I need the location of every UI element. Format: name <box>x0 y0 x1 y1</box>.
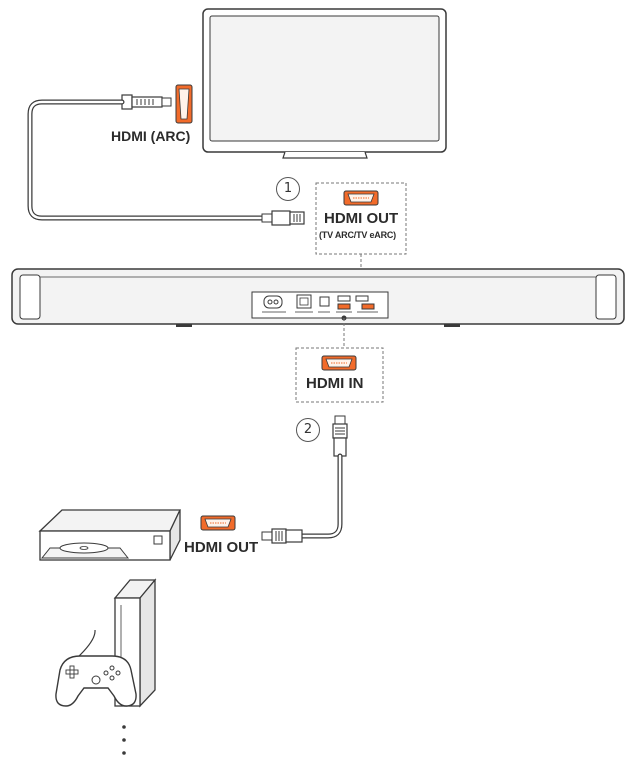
hdmi-cable-2 <box>297 453 343 539</box>
tv-hdmi-plug-icon <box>121 94 172 110</box>
hdmi-in-callout-box <box>295 347 384 403</box>
hdmi-in-plug-icon <box>332 415 348 457</box>
soundbar-rear-ports <box>262 294 378 313</box>
soundbar-hdmi-in-label: HDMI IN <box>306 375 364 392</box>
tv <box>202 8 447 159</box>
player-hdmi-out-port-icon <box>200 515 236 531</box>
player-hdmi-plug-icon <box>261 528 303 544</box>
game-controller-icon <box>55 629 137 707</box>
soundbar-hdmi-plug-icon <box>261 210 305 226</box>
tv-hdmi-arc-label: HDMI (ARC) <box>111 128 191 144</box>
player-hdmi-out-label: HDMI OUT <box>184 539 259 556</box>
hdmi-out-port-icon <box>343 190 379 206</box>
more-devices-ellipsis-icon <box>122 725 126 755</box>
hdmi-in-port-icon <box>321 355 357 371</box>
tv-hdmi-arc-port-icon <box>175 84 193 124</box>
step-2-marker: 2 <box>296 418 320 442</box>
soundbar-hdmi-out-label: HDMI OUT <box>324 210 399 227</box>
disc-player-icon <box>38 509 182 561</box>
soundbar-hdmi-out-sublabel: (TV ARC/TV eARC) <box>319 230 396 240</box>
soundbar <box>11 268 625 327</box>
step-1-marker: 1 <box>276 177 300 201</box>
